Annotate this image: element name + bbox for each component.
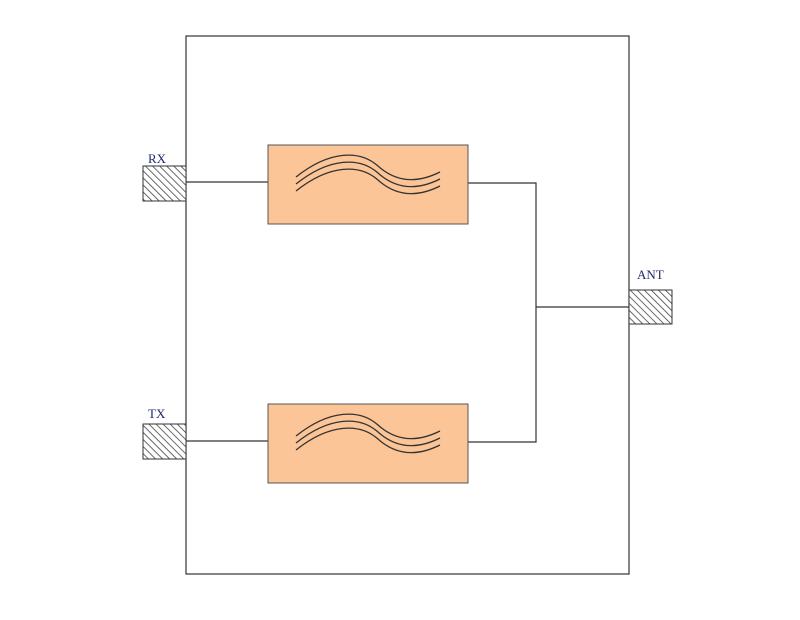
tx-port-label: TX: [148, 406, 166, 421]
rx-port: [142, 165, 187, 202]
ant-port-label: ANT: [637, 267, 664, 282]
bandpass-filter-icon: [295, 413, 441, 454]
tx-port: [142, 423, 187, 460]
rx-filter: [267, 144, 469, 225]
tx-filter: [267, 403, 469, 484]
rx-port-label: RX: [148, 151, 167, 166]
bandpass-filter-icon: [295, 154, 441, 195]
rx-filter-to-junction-line: [468, 182, 537, 443]
ant-port: [628, 289, 673, 325]
duplexer-enclosure: [185, 35, 630, 575]
